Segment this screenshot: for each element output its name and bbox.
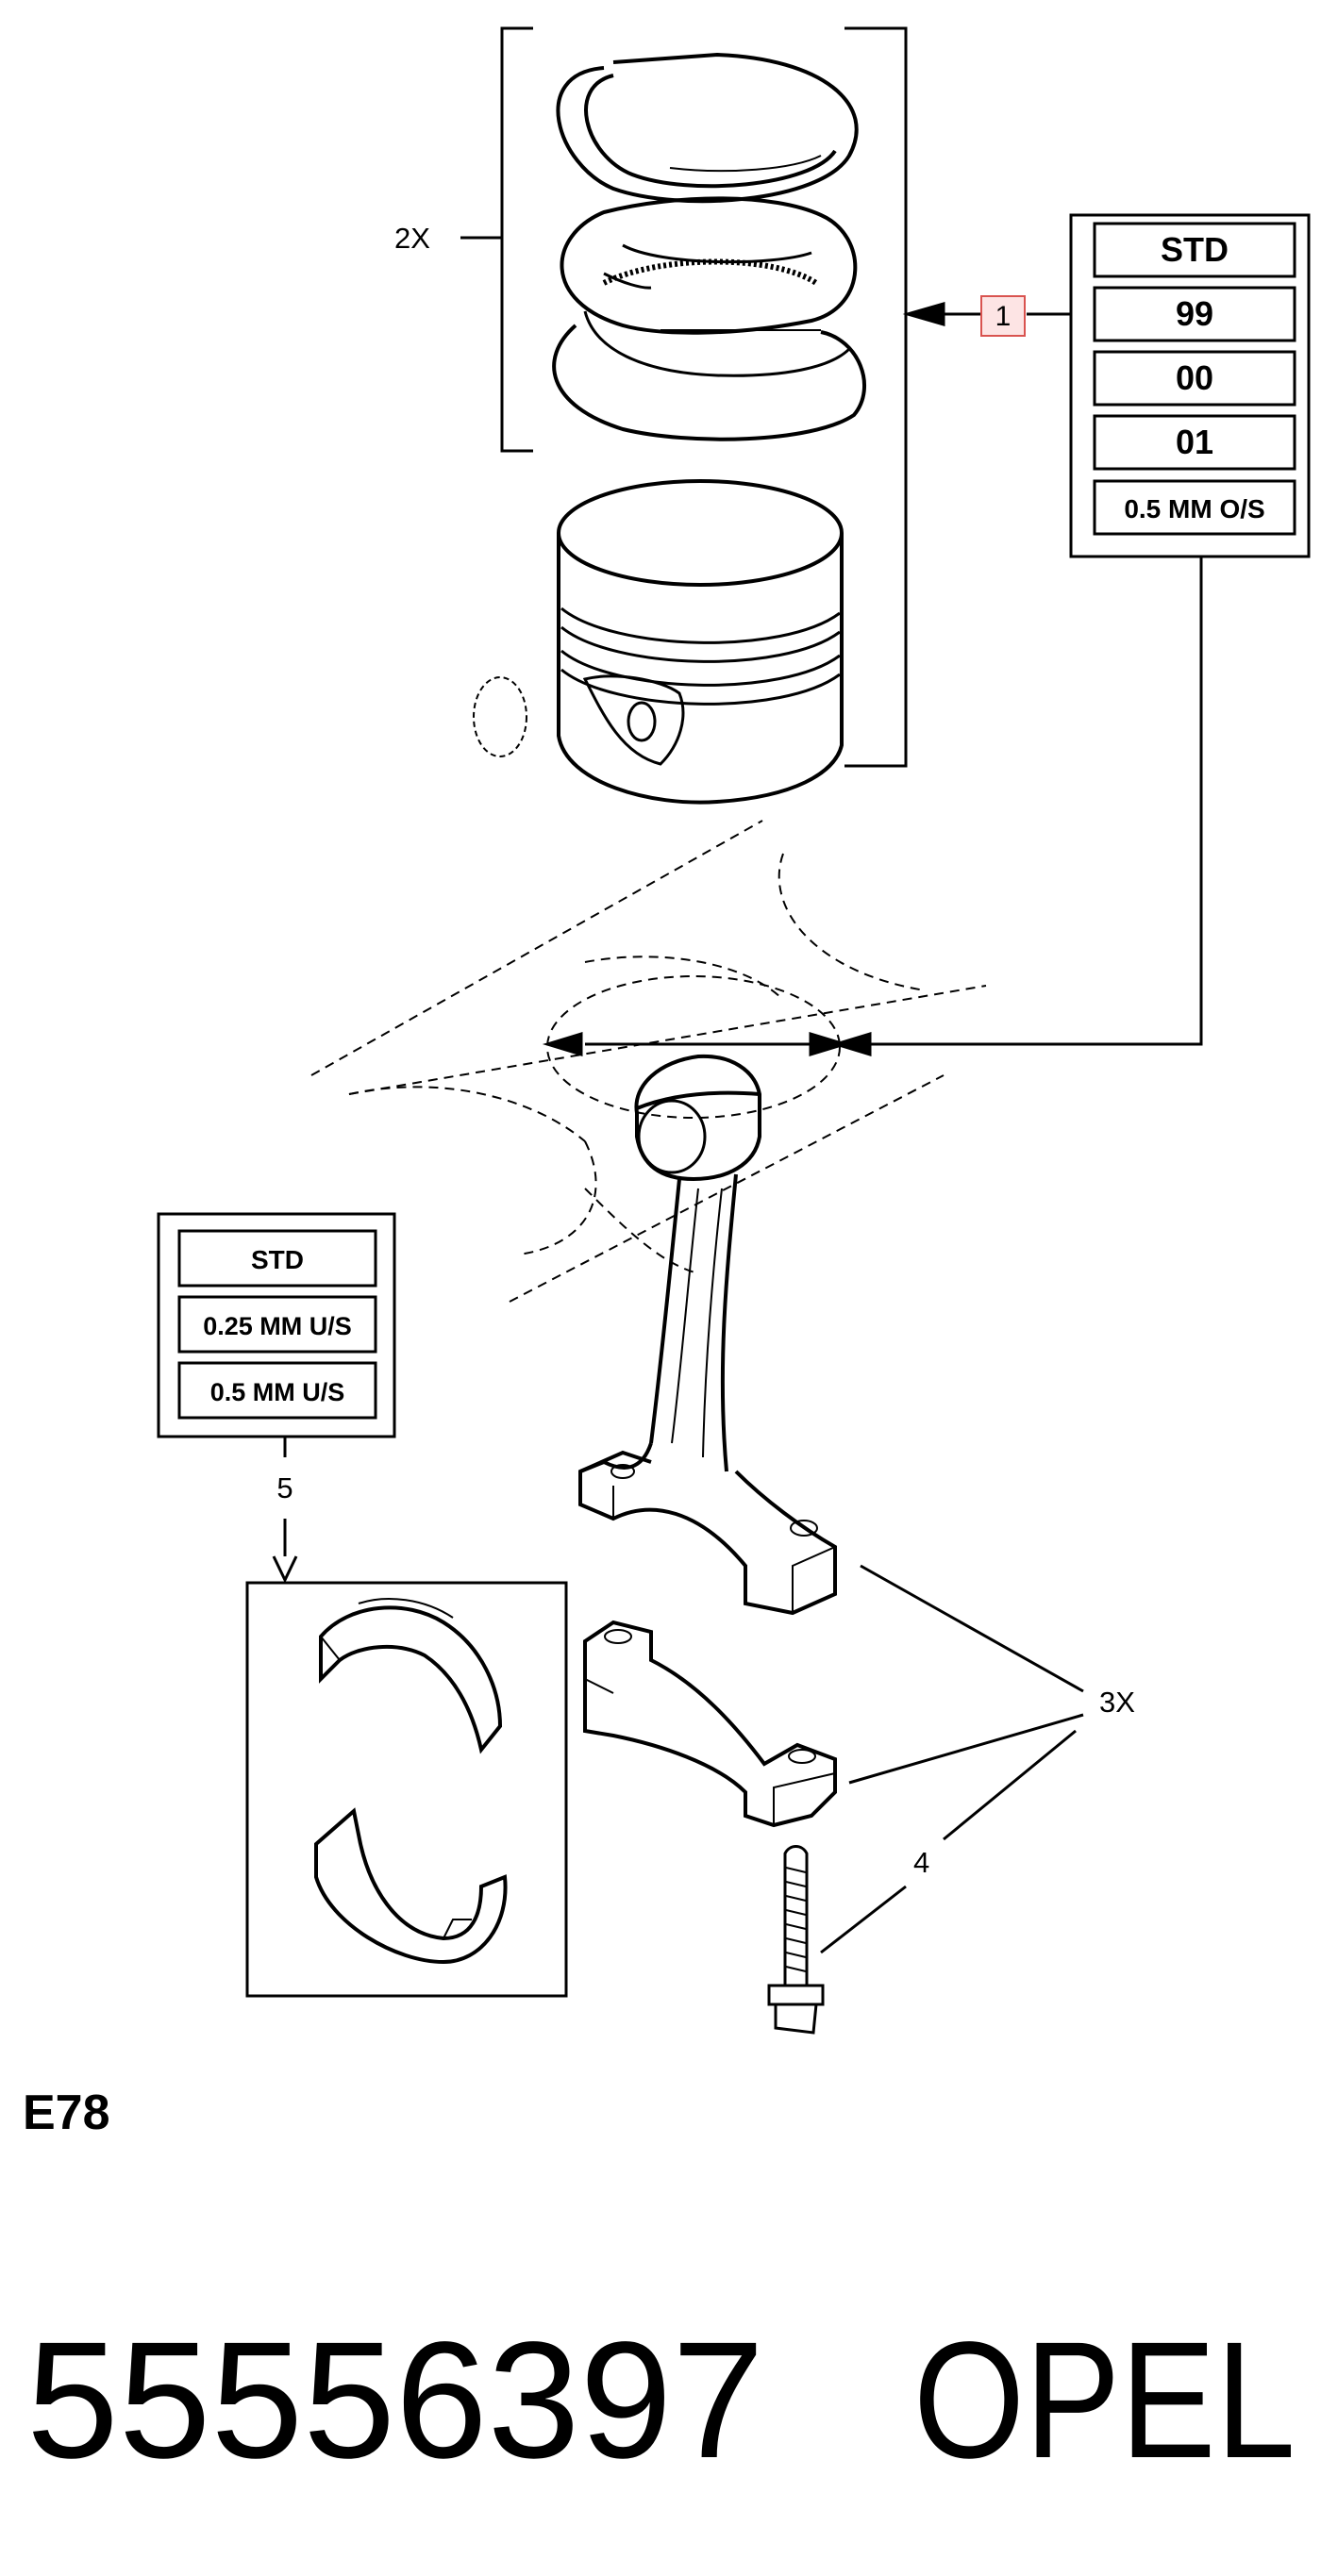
oil-ring-expander (602, 258, 818, 286)
bore-leader (542, 557, 1203, 1057)
cylinder-block-outline (310, 820, 987, 1303)
callout-1-label: 1 (995, 301, 1012, 332)
piston-bracket (844, 26, 908, 768)
bolts-qty-label: 3X (1099, 1686, 1135, 1719)
callout-4-label: 4 (913, 1846, 929, 1879)
piston-size-3: 01 (1176, 423, 1213, 461)
callout-5-leader (272, 1437, 298, 1584)
bearing-size-table (157, 1212, 396, 1438)
piston-size-4: 0.5 MM O/S (1124, 494, 1264, 524)
piston-size-1: 99 (1176, 294, 1213, 333)
bearing-shells-box (245, 1581, 568, 1998)
callout-1-box[interactable] (980, 295, 1026, 337)
rings-bracket (460, 26, 533, 453)
bolt-leaders (820, 1564, 1084, 1954)
brand-name: OPEL (913, 2308, 1296, 2493)
piston-size-table (1069, 213, 1311, 558)
bearing-size-1: 0.25 MM U/S (203, 1312, 352, 1340)
rod-cap (583, 1620, 837, 1828)
rod-bolt (767, 1845, 825, 2035)
callout-1-arrow (902, 302, 1071, 326)
part-number: 55556397 (26, 2308, 764, 2493)
callout-5-label: 5 (276, 1471, 293, 1504)
bearing-size-2: 0.5 MM U/S (210, 1378, 345, 1406)
piston-rings (552, 52, 866, 441)
connecting-rod (578, 1054, 837, 1616)
piston-size-0: STD (1161, 230, 1229, 269)
bearing-size-0: STD (251, 1245, 304, 1274)
rings-qty-label: 2X (394, 222, 430, 255)
piston (473, 479, 844, 805)
diagram-code: E78 (23, 2086, 110, 2140)
piston-size-2: 00 (1176, 358, 1213, 397)
